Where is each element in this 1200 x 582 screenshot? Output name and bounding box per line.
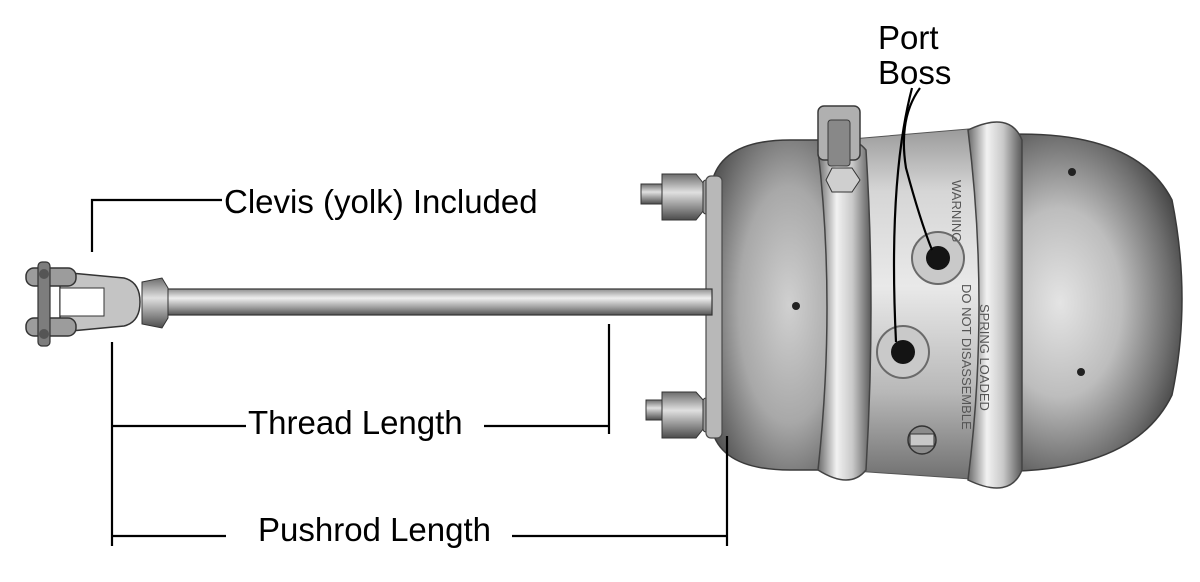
mounting-stud-bottom [645,391,720,439]
port-boss-lower [876,325,930,379]
port-boss-label-line1: Port [878,19,939,56]
can-marking-warning: WARNING [949,180,964,242]
port-boss-upper [911,231,965,285]
clevis-label: Clevis (yolk) Included [222,183,540,220]
pushrod-length-label: Pushrod Length [256,511,494,548]
clevis [25,261,169,347]
port-boss-label: Port Boss [876,20,953,90]
thread-length-label: Thread Length [246,404,465,441]
port-boss-leader-upper [902,87,934,251]
chamber-ring [967,121,1023,489]
pushrod [159,288,713,316]
can-marking-spring-loaded: SPRING LOADED [977,304,992,411]
port-boss-label-line2: Boss [878,54,952,91]
clamp-band [817,105,937,481]
callout-lines [90,87,934,546]
clevis-callout-line [90,198,222,252]
can-marking-do-not-disassemble: DO NOT DISASSEMBLE [959,284,974,430]
port-boss-leader-lower [892,87,914,343]
